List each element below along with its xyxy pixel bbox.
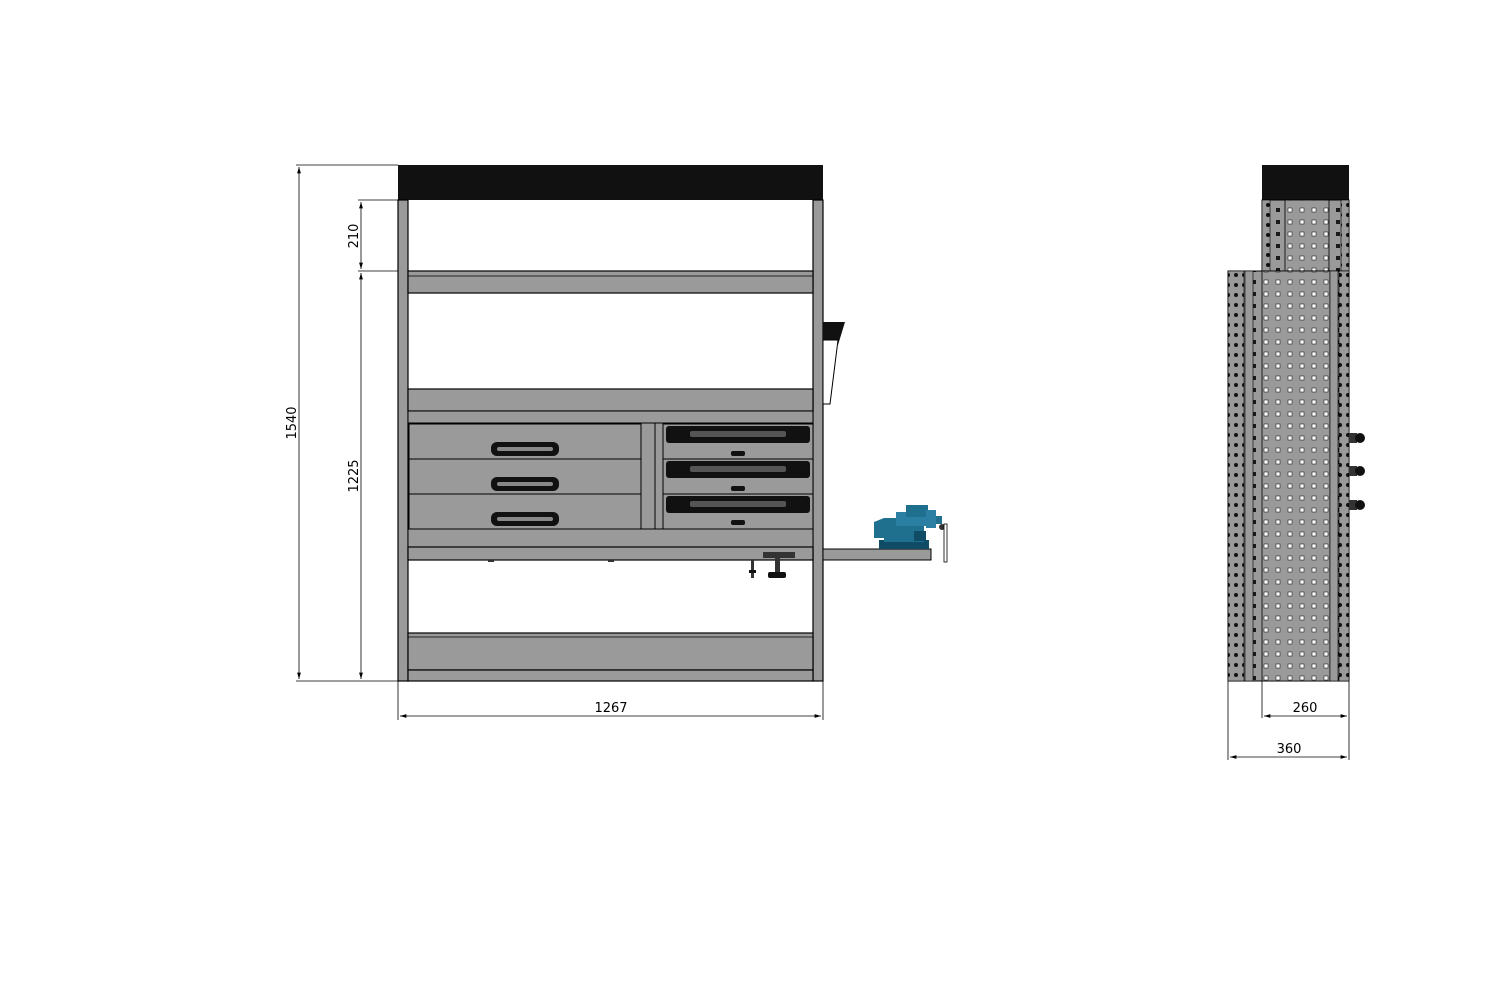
vise-plate	[822, 548, 932, 561]
dim-total-height: 1540	[285, 406, 300, 439]
side-flap	[823, 322, 845, 345]
left-upright	[397, 199, 409, 682]
drawer-cabinet-base	[407, 528, 814, 548]
front-view	[397, 165, 948, 682]
drawer-divider	[640, 422, 656, 530]
drawer-handle	[491, 512, 559, 526]
drawer-cabinet-top	[407, 410, 814, 424]
dim-top-gap: 210	[347, 224, 362, 249]
case	[662, 458, 814, 495]
bench-vise	[874, 505, 948, 563]
dim-width: 1267	[594, 701, 627, 716]
left-drawers	[408, 423, 642, 530]
right-cases	[662, 423, 814, 530]
upper-shelf	[407, 270, 814, 294]
front-dimensions: 1540 210 1225 1267	[285, 164, 824, 720]
clamp	[749, 552, 795, 578]
dim-upper-depth: 260	[1293, 701, 1318, 716]
bottom-shelf	[407, 632, 814, 671]
dim-lower-depth: 360	[1277, 742, 1302, 757]
dim-lower-height: 1225	[347, 459, 362, 492]
middle-shelf	[407, 388, 814, 412]
right-upright	[812, 199, 824, 682]
lower-worktop	[407, 546, 814, 561]
side-top-cap	[1262, 165, 1349, 200]
case	[662, 493, 814, 530]
side-dimensions: 260 360	[1227, 681, 1350, 760]
side-knobs	[1349, 433, 1365, 510]
side-perforated-panel	[1261, 270, 1331, 682]
case	[662, 423, 814, 460]
drawer-handle	[491, 442, 559, 456]
side-flap-panel	[822, 339, 839, 405]
top-cap	[398, 165, 823, 200]
drawer-handle	[491, 477, 559, 491]
side-view	[1227, 165, 1365, 682]
